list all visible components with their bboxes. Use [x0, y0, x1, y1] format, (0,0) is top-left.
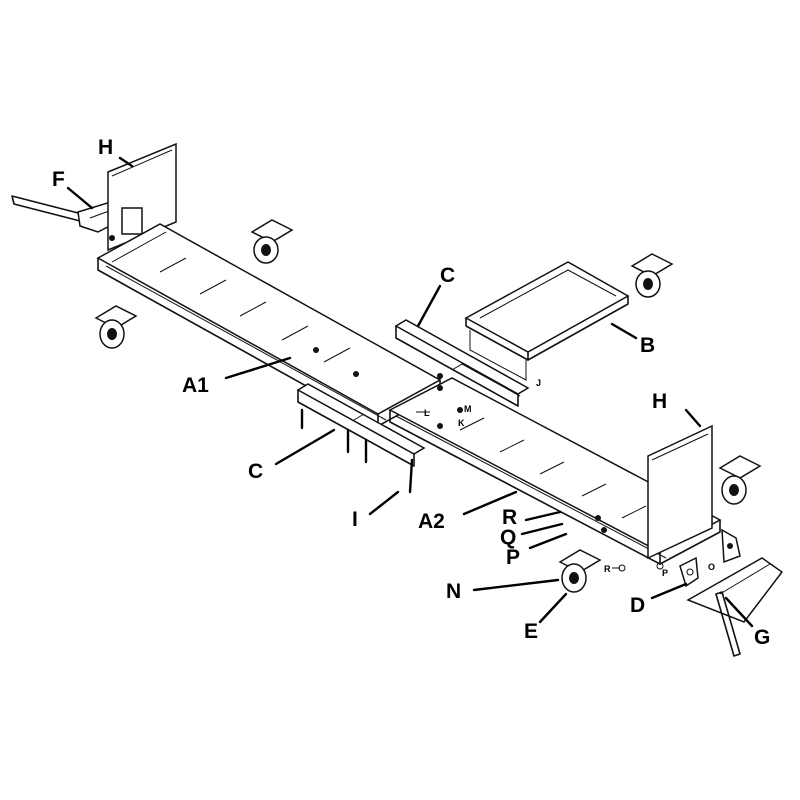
label-c-top: C	[440, 264, 455, 287]
label-a2: A2	[418, 510, 445, 533]
handle-right	[686, 557, 784, 657]
label-b: B	[640, 334, 655, 357]
upright-plate-right	[647, 424, 713, 560]
connector-bar-top	[394, 319, 530, 407]
label-a1: A1	[182, 374, 209, 397]
label-i: I	[352, 508, 358, 531]
label-d: D	[630, 594, 645, 617]
beam-a2	[388, 377, 722, 565]
hitch-bracket-d	[679, 528, 741, 588]
label-p-small: P	[662, 568, 668, 578]
label-h-right: H	[652, 390, 667, 413]
label-l-small: L	[424, 408, 430, 418]
caster-rear-right	[630, 253, 674, 298]
caster-e	[558, 549, 602, 593]
label-f: F	[52, 168, 65, 191]
label-j-small: J	[536, 378, 541, 388]
caster-rear-left	[250, 219, 294, 264]
caster-front-left	[94, 305, 138, 349]
hardware-small	[437, 373, 694, 576]
label-c-bottom: C	[248, 460, 263, 483]
label-h-left: H	[98, 136, 113, 159]
connector-bar-bottom	[296, 383, 426, 467]
label-n: N	[446, 580, 461, 603]
label-r: R	[502, 506, 517, 529]
label-p: P	[506, 546, 520, 569]
label-q: Q	[500, 526, 516, 549]
caster-front-right	[718, 455, 762, 505]
label-e: E	[524, 620, 538, 643]
tray-b	[464, 261, 630, 381]
label-m-small: M	[464, 404, 472, 414]
label-k-small: K	[458, 418, 465, 428]
label-o-small: O	[708, 562, 715, 572]
bolts-i	[300, 408, 414, 494]
leader-lines	[66, 156, 754, 628]
label-g: G	[754, 626, 770, 649]
callout-labels: H F C B A1 H C I A2 R Q P N E D G J L M …	[52, 136, 770, 649]
label-r-small: R	[604, 564, 611, 574]
